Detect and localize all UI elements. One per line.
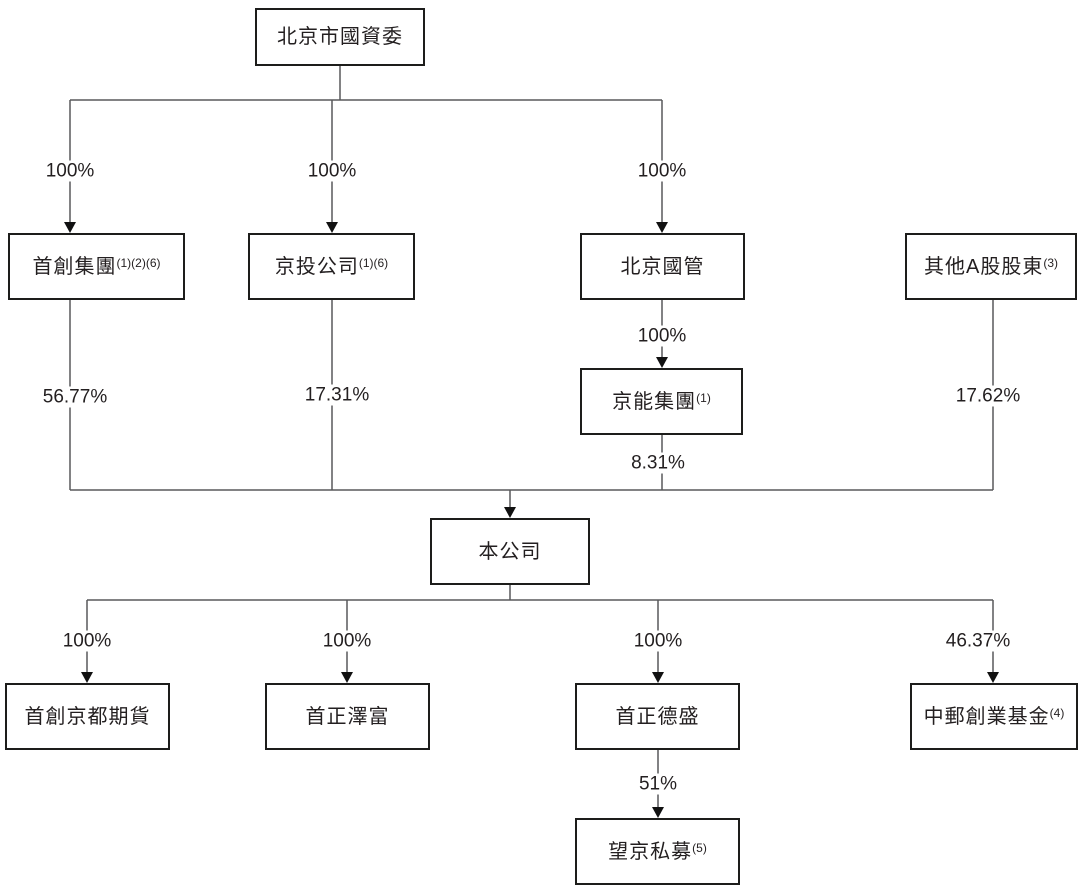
node-shouchuang-group-label: 首創集團(1)(2)(6) xyxy=(32,255,161,278)
edge-label-guoguan-jingneng: 100% xyxy=(634,325,690,347)
node-other-a-shareholders-label: 其他A股股東(3) xyxy=(923,255,1058,278)
node-shouchuang-group: 首創集團(1)(2)(6) xyxy=(8,233,185,300)
node-the-company-label: 本公司 xyxy=(478,540,542,563)
node-the-company: 本公司 xyxy=(430,518,590,585)
edge-label-root-jingtou: 100% xyxy=(304,160,360,182)
node-beijing-guoguan: 北京國管 xyxy=(580,233,745,300)
edge-label-shouchuang-company: 56.77% xyxy=(39,386,111,408)
node-jingtou-company-label: 京投公司(1)(6) xyxy=(274,255,389,278)
edge-label-jingneng-company: 8.31% xyxy=(628,452,688,474)
edge-label-desheng-wangjing: 51% xyxy=(635,773,681,795)
connector-lines xyxy=(69,65,994,814)
edge-label-company-zhongyou: 46.37% xyxy=(942,630,1014,652)
edge-label-company-qihuo: 100% xyxy=(59,630,115,652)
node-jingtou-company: 京投公司(1)(6) xyxy=(248,233,415,300)
node-other-a-shareholders: 其他A股股東(3) xyxy=(905,233,1077,300)
edge-label-company-desheng: 100% xyxy=(630,630,686,652)
arrow-down-icons xyxy=(64,222,999,818)
node-jingneng-group-label: 京能集團(1) xyxy=(612,390,711,413)
node-shouchuang-jingdu-futures: 首創京都期貨 xyxy=(5,683,170,750)
node-beijing-sasac: 北京市國資委 xyxy=(255,8,425,66)
node-zhongyou-chuangye-fund-label: 中郵創業基金(4) xyxy=(923,705,1065,728)
node-zhongyou-chuangye-fund: 中郵創業基金(4) xyxy=(910,683,1078,750)
node-shouzheng-desheng: 首正德盛 xyxy=(575,683,740,750)
edge-label-root-shouchuang: 100% xyxy=(42,160,98,182)
edge-label-other-company: 17.62% xyxy=(952,385,1024,407)
edge-label-company-zefu: 100% xyxy=(319,630,375,652)
node-shouzheng-zefu: 首正澤富 xyxy=(265,683,430,750)
node-wangjing-private-fund-label: 望京私募(5) xyxy=(608,840,707,863)
node-beijing-sasac-label: 北京市國資委 xyxy=(277,26,403,48)
edge-label-root-guoguan: 100% xyxy=(634,160,690,182)
node-wangjing-private-fund: 望京私募(5) xyxy=(575,818,740,885)
node-shouchuang-jingdu-futures-label: 首創京都期貨 xyxy=(24,705,151,728)
edge-label-jingtou-company: 17.31% xyxy=(301,384,373,406)
node-jingneng-group: 京能集團(1) xyxy=(580,368,743,435)
node-shouzheng-desheng-label: 首正德盛 xyxy=(615,705,700,728)
node-shouzheng-zefu-label: 首正澤富 xyxy=(305,705,390,728)
node-beijing-guoguan-label: 北京國管 xyxy=(620,255,705,278)
